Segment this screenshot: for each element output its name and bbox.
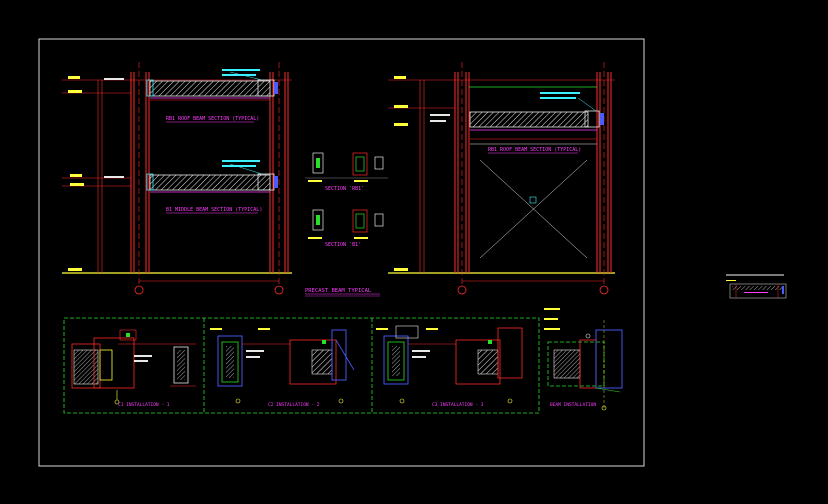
detail-frame <box>63 317 540 414</box>
middle-beam-label-left: B1 MIDDLE BEAM SECTION (TYPICAL) <box>166 207 262 213</box>
roof-beam-label-left: RB1 ROOF BEAM SECTION (TYPICAL) <box>166 116 259 122</box>
section-b1-label: SECTION 'B1' <box>325 242 361 248</box>
detail-beam-installation <box>544 308 623 411</box>
drawing-title: PRECAST BEAM TYPICAL <box>305 288 372 294</box>
sheet-border <box>38 38 645 467</box>
detail-c3-label: C3 INSTALLATION - 3 <box>432 402 484 408</box>
detail-c3 <box>376 325 523 404</box>
detail-c2 <box>210 328 355 404</box>
detail-c1-label: C1 INSTALLATION - 1 <box>118 402 170 408</box>
roof-beam-label-right: RB1 ROOF BEAM SECTION (TYPICAL) <box>488 147 581 153</box>
detail-beam-installation-label: BEAM INSTALLATION <box>550 402 596 408</box>
section-rb1-label: SECTION 'RB1' <box>325 186 364 192</box>
detail-c2-label: C2 INSTALLATION - 2 <box>268 402 320 408</box>
detail-c1 <box>71 329 196 405</box>
thumbnail-viewport[interactable] <box>726 274 787 299</box>
beam-sections <box>305 152 388 239</box>
elevation-right <box>388 62 615 295</box>
elevation-left <box>62 62 292 295</box>
